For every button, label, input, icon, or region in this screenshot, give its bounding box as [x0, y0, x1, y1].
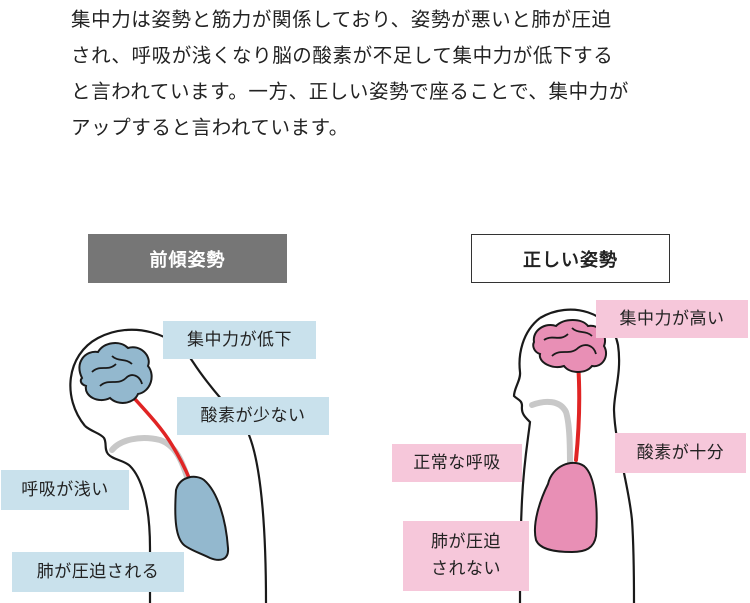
bad-artery [123, 386, 192, 482]
good-label-concentration-text: 集中力が高い [619, 308, 725, 329]
good-lung [534, 461, 598, 554]
good-label-breathing: 正常な呼吸 [392, 444, 522, 482]
intro-line-1: 集中力は姿勢と筋力が関係しており、姿勢が悪いと肺が圧迫 [71, 8, 612, 31]
good-label-oxygen-text: 酸素が十分 [636, 442, 725, 463]
bad-label-oxygen-text: 酸素が少ない [200, 405, 306, 426]
good-posture-title: 正しい姿勢 [471, 234, 670, 283]
bad-posture-figure [69, 328, 268, 603]
bad-label-lung-text: 肺が圧迫される [36, 561, 160, 582]
intro-line-3: と言われています。一方、正しい姿勢で座ることで、集中力が [71, 80, 629, 103]
good-posture-figure [512, 308, 636, 603]
bad-lung [174, 475, 230, 561]
bad-label-concentration-text: 集中力が低下 [187, 329, 292, 350]
good-brain-folds [543, 327, 597, 357]
bad-brain-folds [91, 355, 143, 387]
intro-paragraph: 集中力は姿勢と筋力が関係しており、姿勢が悪いと肺が圧迫 され、呼吸が浅くなり脳の… [71, 2, 711, 146]
good-label-breathing-text: 正常な呼吸 [413, 452, 501, 473]
bad-label-lung: 肺が圧迫される [12, 552, 184, 592]
bad-label-concentration: 集中力が低下 [163, 321, 316, 359]
bad-posture-title: 前傾姿勢 [88, 234, 287, 283]
good-label-lung-text-2: されない [431, 559, 501, 579]
good-label-lung: 肺が圧迫 されない [403, 521, 529, 591]
intro-line-2: され、呼吸が浅くなり脳の酸素が不足して集中力が低下する [71, 44, 614, 67]
good-airway [529, 398, 573, 471]
bad-face-outline [84, 425, 152, 603]
good-face-outline [512, 317, 541, 603]
good-label-lung-text-1: 肺が圧迫 [431, 532, 501, 552]
bad-label-breathing: 呼吸が浅い [1, 470, 129, 510]
bad-label-oxygen: 酸素が少ない [177, 397, 329, 435]
good-label-concentration: 集中力が高い [596, 300, 748, 338]
good-label-oxygen: 酸素が十分 [615, 433, 746, 473]
intro-line-4: アップすると言われています。 [71, 116, 349, 139]
bad-brain [78, 342, 153, 404]
bad-label-breathing-text: 呼吸が浅い [21, 479, 109, 500]
bad-head-outline [69, 328, 268, 603]
good-artery [574, 360, 582, 462]
